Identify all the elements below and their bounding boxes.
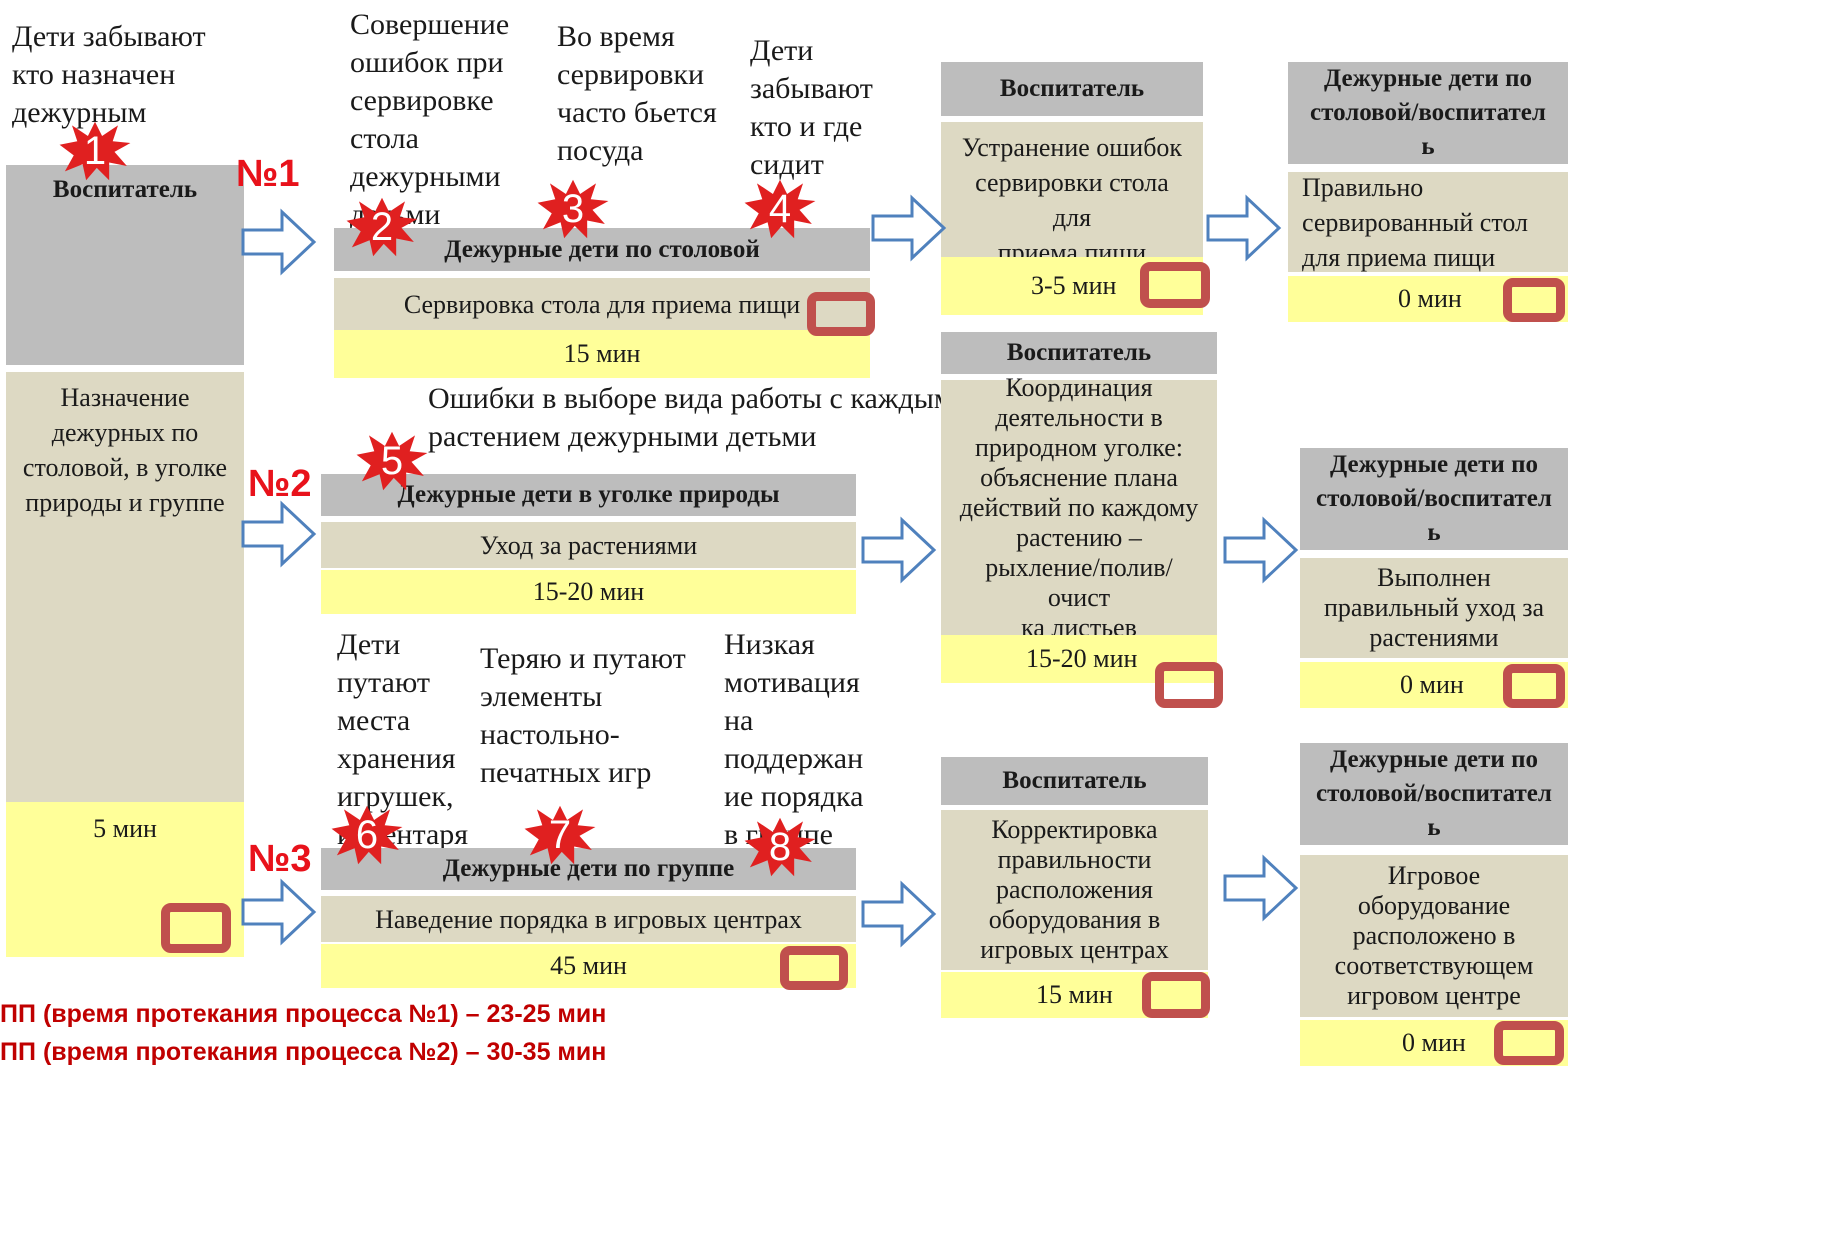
row1-check-head: Воспитатель: [941, 62, 1203, 116]
start-head: Воспитатель: [6, 165, 244, 365]
row2-result-body: Выполнен правильный уход за растениями: [1300, 558, 1568, 658]
row3-indicator-box: [780, 946, 848, 990]
problem-marker-3: 3: [536, 178, 610, 240]
row2-check-head: Воспитатель: [941, 332, 1217, 374]
problem-marker-4: 4: [743, 178, 817, 240]
row1-check-indicator-box: [1140, 262, 1210, 308]
row3-time: 45 мин: [321, 944, 856, 988]
row2-check-time: 15-20 мин: [941, 635, 1217, 683]
problem-note-5: Ошибки в выборе вида работы с каждым рас…: [428, 382, 953, 453]
row2-check-indicator-box: [1155, 662, 1223, 708]
row3-check-indicator-box: [1142, 972, 1210, 1018]
problem-marker-5: 5: [355, 430, 429, 492]
row2-result-indicator-box: [1503, 664, 1565, 708]
row3-check-body: Корректировка правильности расположения …: [941, 810, 1208, 970]
problem-marker-7: 7: [523, 804, 597, 866]
row3-body: Наведение порядка в игровых центрах: [321, 896, 856, 942]
problem-note-3: Во время сервировки часто бьется посуда: [557, 20, 717, 167]
process-number-2: №2: [248, 463, 312, 505]
row1-time: 15 мин: [334, 330, 870, 378]
arrow-right-icon: [1223, 854, 1299, 922]
footer-line-1: ВПП (время протекания процесса №1) – 23-…: [0, 1000, 607, 1028]
process-number-1: №1: [236, 153, 300, 195]
arrow-right-icon: [861, 880, 937, 948]
row2-head: Дежурные дети в уголке природы: [321, 474, 856, 516]
row3-result-body: Игровое оборудование расположено в соотв…: [1300, 855, 1568, 1017]
start-time: 5 мин: [6, 802, 244, 957]
row3-check-head: Воспитатель: [941, 757, 1208, 805]
row1-result-body: Правильно сервированный стол для приема …: [1288, 172, 1568, 272]
row2-check-body: Координация деятельности в природном уго…: [941, 373, 1217, 642]
row1-result-indicator-box: [1503, 278, 1565, 322]
row2-result-head: Дежурные дети по столовой/воспитател ь: [1300, 448, 1568, 550]
row1-body: Сервировка стола для приема пищи: [334, 278, 870, 330]
row3-result-indicator-box: [1494, 1021, 1564, 1065]
row1-indicator-box: [807, 292, 875, 336]
problem-note-1: Дети забывают кто назначен дежурным: [12, 20, 206, 129]
problem-marker-2: 2: [345, 196, 419, 258]
start-body: Назначение дежурных по столовой, в уголк…: [6, 372, 244, 802]
arrow-right-icon: [1223, 516, 1299, 584]
arrow-right-icon: [241, 878, 317, 946]
problem-marker-8: 8: [743, 816, 817, 878]
row2-time: 15-20 мин: [321, 570, 856, 614]
problem-marker-1: 1: [58, 120, 132, 182]
problem-marker-6: 6: [330, 804, 404, 866]
footer-line-2: ВПП (время протекания процесса №2) – 30-…: [0, 1038, 607, 1066]
problem-note-6: Дети путают места хранения игрушек, инве…: [337, 628, 469, 851]
start-indicator-box: [161, 903, 231, 953]
arrow-right-icon: [241, 208, 317, 276]
problem-note-2: Совершение ошибок при сервировке стола д…: [350, 8, 510, 231]
row2-body: Уход за растениями: [321, 522, 856, 568]
problem-note-4: Дети забывают кто и где сидит: [750, 34, 873, 181]
row1-check-body: Устранение ошибок сервировки стола для п…: [941, 122, 1203, 267]
arrow-right-icon: [241, 500, 317, 568]
arrow-right-icon: [871, 194, 947, 262]
problem-note-7: Теряю и путают элементы настольно- печат…: [480, 642, 686, 789]
row1-head: Дежурные дети по столовой: [334, 228, 870, 271]
arrow-right-icon: [1206, 194, 1282, 262]
process-number-3: №3: [248, 838, 312, 880]
row3-result-head: Дежурные дети по столовой/воспитател ь: [1300, 743, 1568, 845]
row1-result-head: Дежурные дети по столовой/воспитател ь: [1288, 62, 1568, 164]
arrow-right-icon: [861, 516, 937, 584]
